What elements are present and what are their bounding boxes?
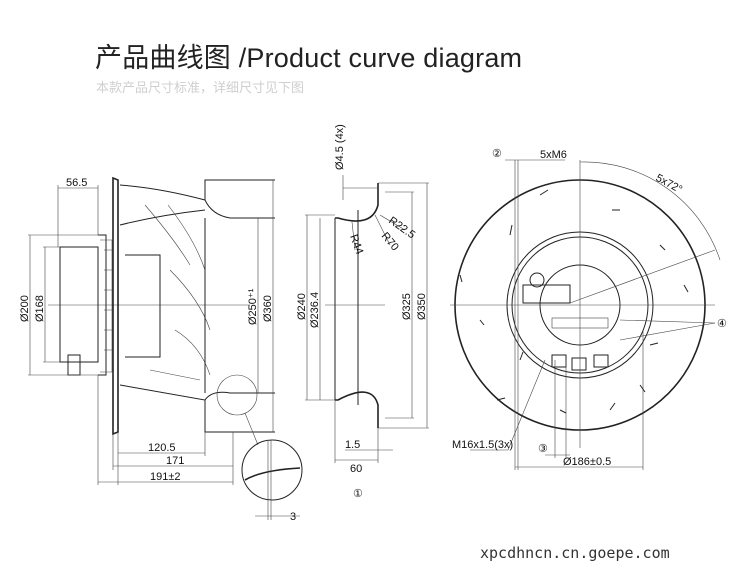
- dim-d236-4: Ø236.4: [309, 292, 321, 328]
- terminal-block: [522, 284, 571, 304]
- detail-dim-3: 3: [290, 511, 296, 523]
- dim-191: 191±2: [150, 471, 181, 483]
- callout-2: ②: [492, 148, 502, 160]
- detail-marker: [216, 374, 258, 416]
- dim-1-5: 1.5: [345, 439, 360, 451]
- dim-motor-depth: 56.5: [66, 177, 87, 189]
- dim-r44: R44: [347, 233, 365, 256]
- page-title: 产品曲线图 /Product curve diagram: [95, 43, 523, 73]
- cable-gland: [67, 354, 81, 376]
- dim-d250: Ø250⁺¹: [247, 288, 259, 325]
- dim-d350: Ø350: [416, 293, 428, 320]
- callout-4: ④: [717, 318, 727, 330]
- page-subtitle: 本款产品尺寸标准，详细尺寸见下图: [96, 80, 305, 95]
- back-plate: [112, 176, 119, 436]
- dim-d325: Ø325: [401, 293, 413, 320]
- dim-d240: Ø240: [296, 293, 308, 320]
- dim-hole: Ø4.5 (4x): [334, 124, 346, 170]
- inlet-ring-profile: [335, 183, 379, 428]
- motor-housing: [59, 246, 99, 363]
- front-view: ② 5xM6 5x72° ④ M16x1.5(3x) ③ Ø186±0.5: [450, 148, 727, 470]
- dim-m16: M16x1.5(3x): [452, 439, 513, 451]
- side-view: 56.5 Ø200 Ø168 Ø250⁺¹ Ø360 120.5 171 191…: [19, 176, 303, 523]
- motor-flange: [98, 234, 107, 376]
- dim-angle: 5x72°: [654, 172, 685, 196]
- dim-d360: Ø360: [262, 295, 274, 322]
- dim-d186: Ø186±0.5: [563, 456, 611, 468]
- dim-d168: Ø168: [34, 295, 46, 322]
- callout-3: ③: [538, 443, 548, 455]
- callout-1: ①: [353, 488, 363, 500]
- dim-60: 60: [350, 463, 362, 475]
- dim-r70: R70: [379, 230, 401, 253]
- blade-marks: [459, 189, 689, 414]
- dim-5xm6: 5xM6: [540, 149, 567, 161]
- watermark: xpcdhncn.cn.goepe.com: [480, 544, 670, 562]
- detail-view: [241, 439, 303, 501]
- dim-171: 171: [166, 455, 184, 467]
- dim-d200: Ø200: [19, 295, 31, 322]
- dim-120-5: 120.5: [148, 442, 176, 454]
- inlet-ring-view: Ø4.5 (4x) R22.5 R70 R44 Ø240 Ø236.4 Ø325…: [296, 124, 429, 500]
